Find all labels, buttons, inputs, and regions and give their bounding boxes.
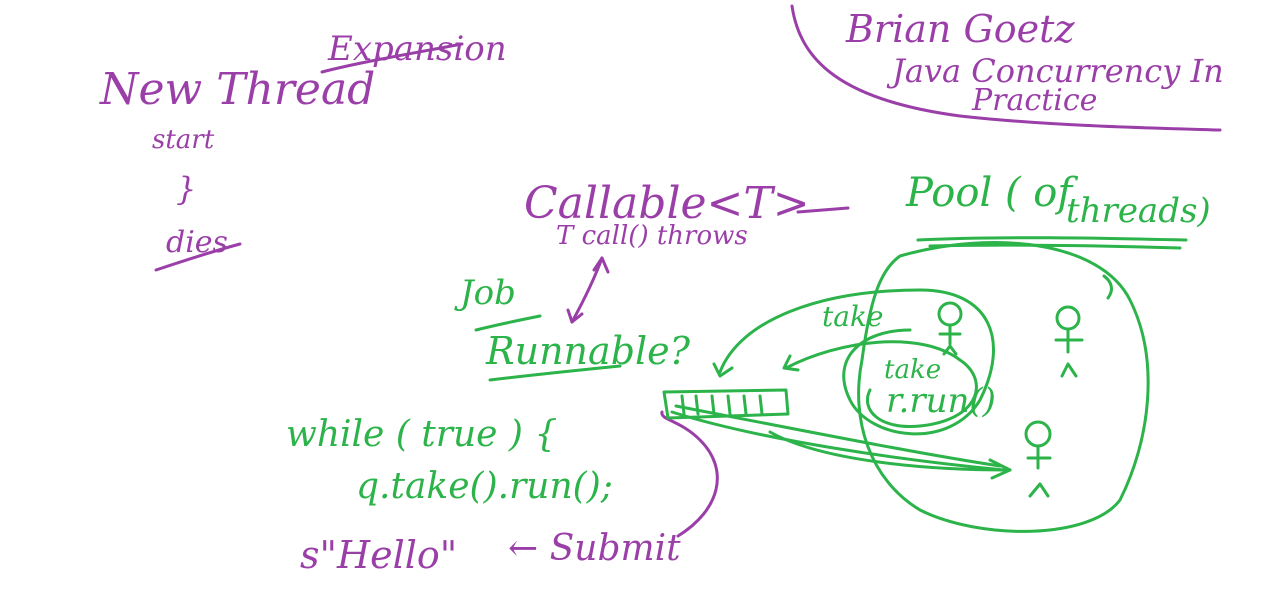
brace-note: }	[176, 170, 196, 208]
job-queue	[662, 388, 790, 420]
new-thread-note: New Thread	[99, 64, 375, 115]
author-note: Brian Goetz	[845, 7, 1075, 51]
queue-to-thread-arrowhead	[988, 458, 1012, 480]
callable-runnable-arrow	[570, 256, 604, 324]
outer-take-arrowhead	[712, 362, 734, 378]
dies-underline	[154, 242, 242, 272]
inner-take-arrowhead	[782, 354, 800, 372]
dies-note: dies	[166, 225, 228, 260]
submit-to-queue-arrow	[660, 410, 719, 538]
queue-slots	[680, 394, 764, 416]
pool-underline-1	[916, 236, 1188, 242]
take-inner-label: take	[884, 355, 941, 385]
queue-to-thread-arrow-2	[674, 404, 1002, 468]
worker-thread-figure-1	[937, 301, 963, 356]
worker-take-loop-inner	[784, 340, 978, 429]
run-label: r.run()	[886, 381, 996, 421]
call-signature-note: T call() throws	[556, 221, 748, 251]
take-run-note: q.take().run();	[356, 466, 613, 507]
start-note: start	[152, 125, 215, 155]
worker-thread-figure-3	[1024, 420, 1052, 498]
while-loop-note: while ( true ) {	[286, 414, 557, 455]
runnable-note: Runnable?	[485, 329, 691, 373]
expansion-note: Expansion	[327, 29, 507, 69]
hello-note: s"Hello"	[300, 533, 457, 577]
threads-note: threads)	[1066, 191, 1211, 231]
callable-note: Callable<T>	[524, 178, 810, 229]
worker-thread-figure-2	[1054, 305, 1084, 378]
callable-arrowhead-up	[592, 256, 610, 274]
runnable-underline	[488, 364, 622, 382]
submit-note: ← Submit	[508, 528, 681, 569]
pool-of-note: Pool ( of	[905, 170, 1078, 216]
take-outer-label: take	[822, 300, 883, 333]
book-title-practice-note: Practice	[971, 83, 1097, 118]
worker-take-loop-outer	[718, 288, 995, 436]
reference-separator-curve	[790, 4, 1222, 132]
call-signature-dash	[796, 206, 850, 214]
expansion-underline	[320, 42, 464, 74]
job-note: Job	[454, 273, 516, 313]
queue-to-thread-arrow-1	[670, 410, 1006, 472]
thread-pool-boundary	[857, 241, 1150, 533]
book-title-note: Java Concurrency In	[886, 52, 1224, 90]
job-underline	[474, 314, 542, 332]
thread-pool-boundary-tail	[1102, 274, 1113, 300]
pool-underline-2	[928, 243, 1182, 250]
callable-arrowhead-down	[566, 308, 584, 324]
queue-to-thread-arrow-3	[768, 430, 1012, 472]
